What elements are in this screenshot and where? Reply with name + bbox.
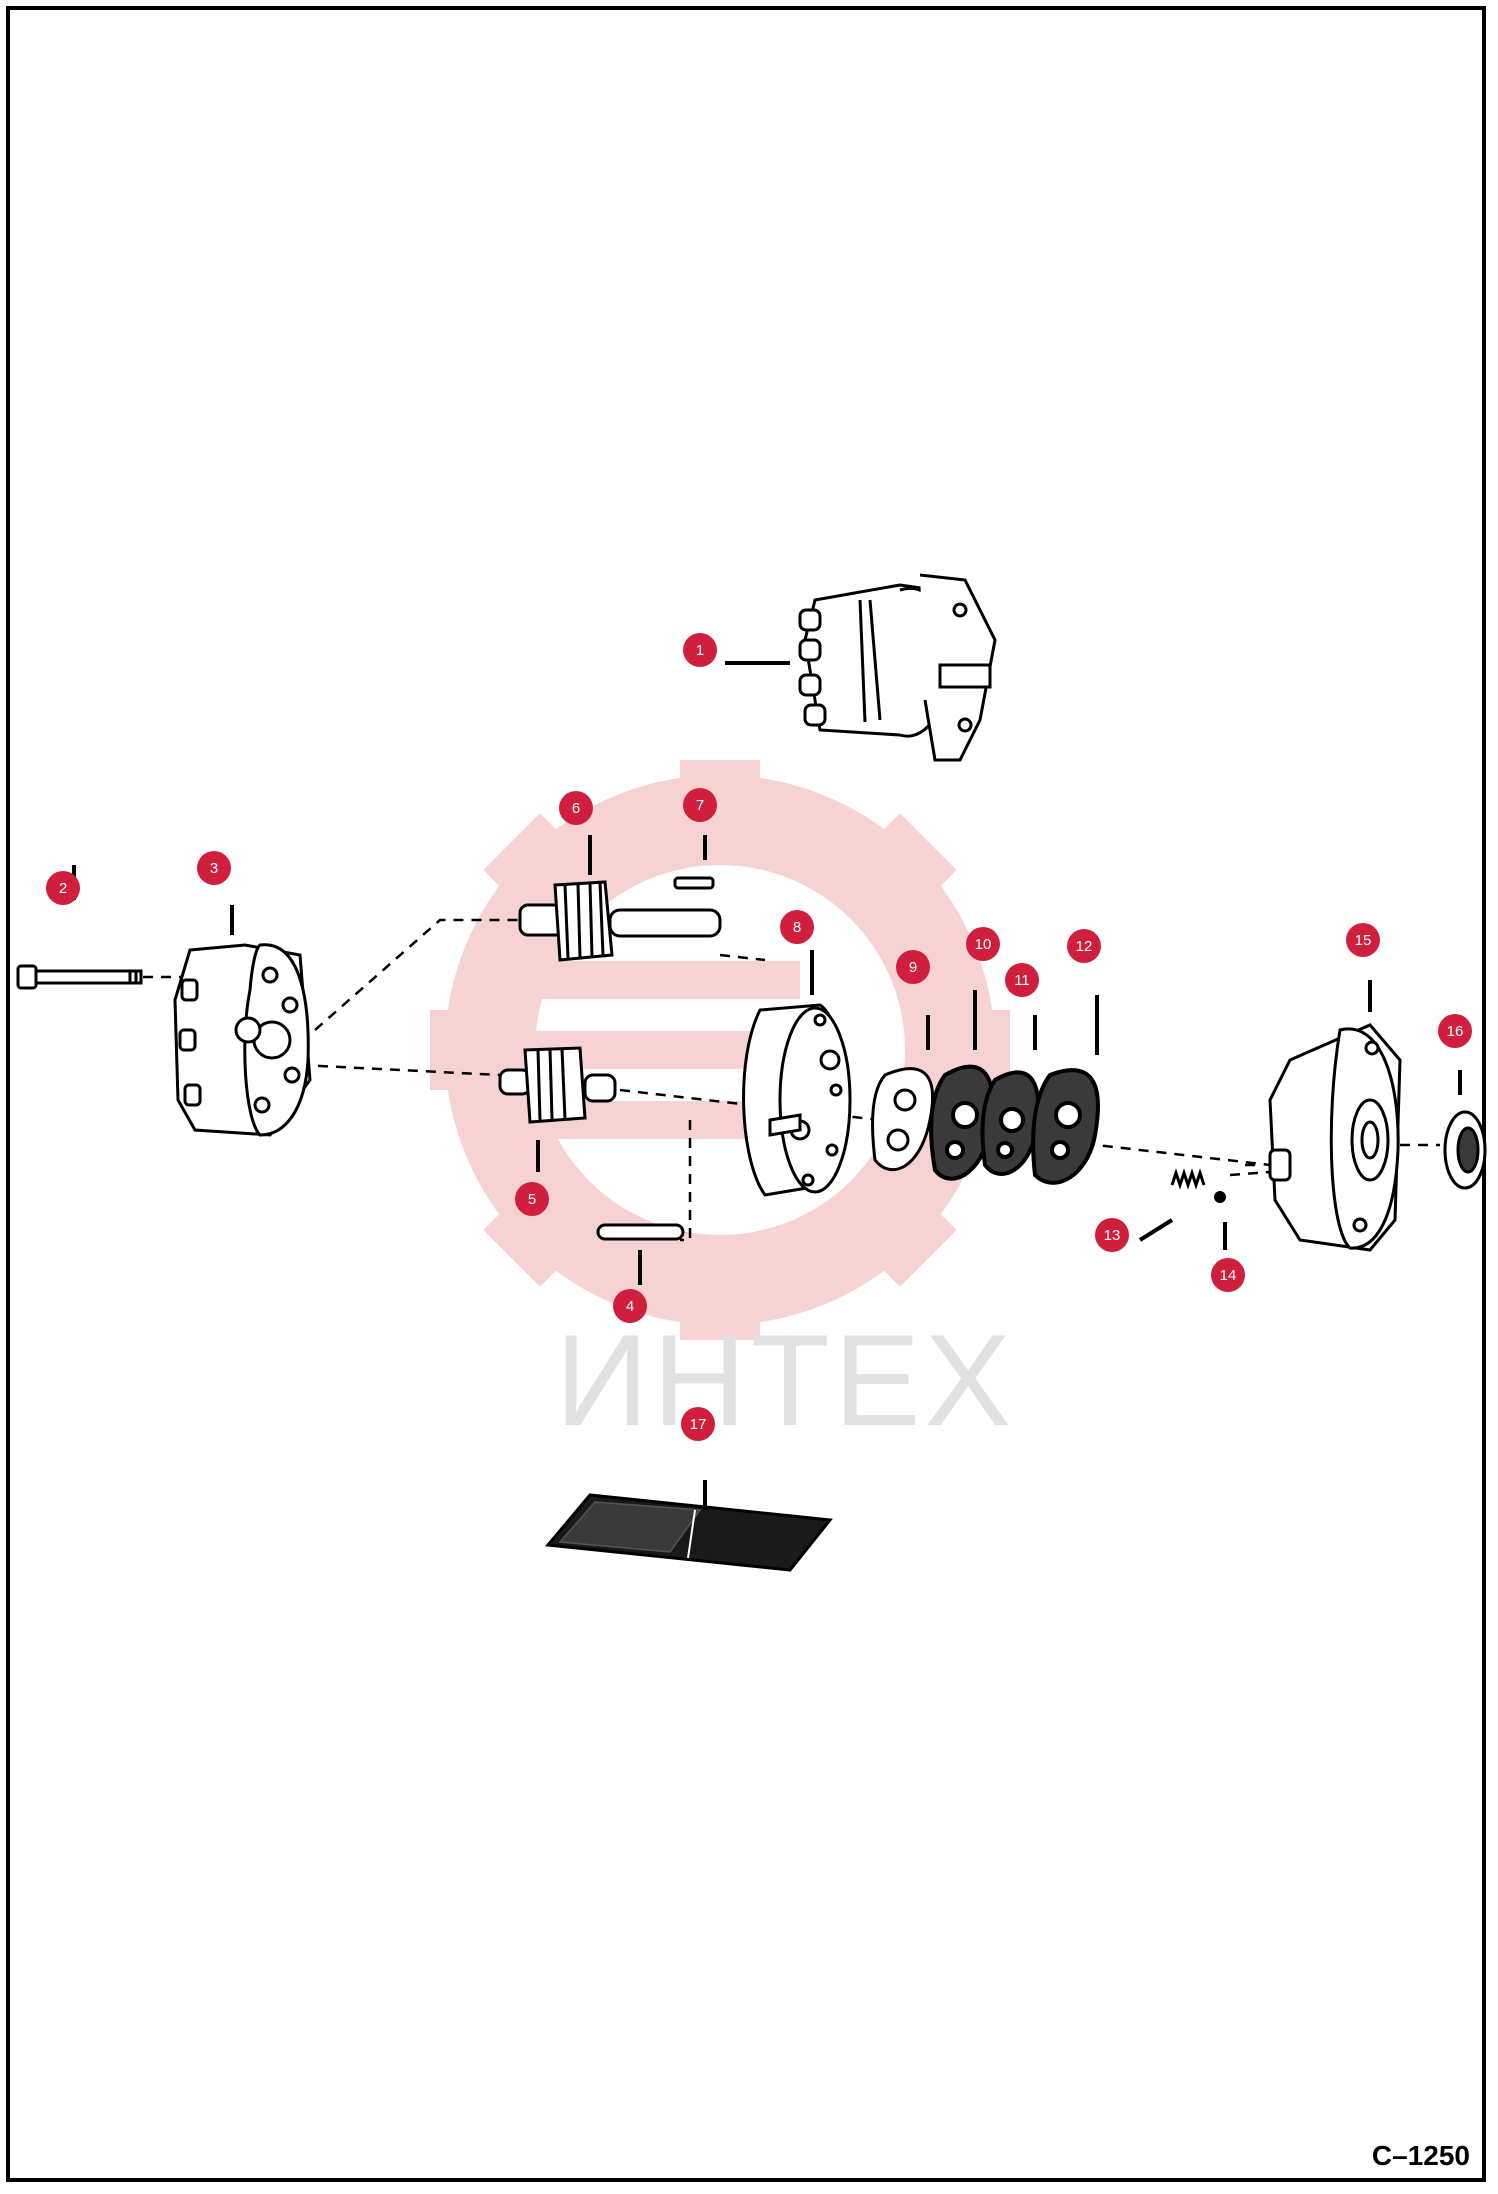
callout-3[interactable]: 3 xyxy=(197,851,231,885)
assembled-pump-part xyxy=(798,573,997,762)
callout-11[interactable]: 11 xyxy=(1005,963,1039,997)
callout-8[interactable]: 8 xyxy=(780,910,814,944)
callout-16[interactable]: 16 xyxy=(1438,1014,1472,1048)
callout-7[interactable]: 7 xyxy=(683,788,717,822)
shaft-seal-part xyxy=(1443,1110,1487,1190)
seal-plate-10-part xyxy=(929,1064,995,1181)
key-part xyxy=(673,876,715,890)
callout-2[interactable]: 2 xyxy=(46,871,80,905)
callout-12[interactable]: 12 xyxy=(1067,929,1101,963)
callout-5[interactable]: 5 xyxy=(515,1182,549,1216)
seal-kit-part xyxy=(545,1493,833,1572)
gasket-part xyxy=(870,1067,935,1171)
rear-cover-part xyxy=(1268,1023,1402,1252)
seal-plate-12-part xyxy=(1031,1068,1100,1185)
watermark-gear-icon xyxy=(430,760,1010,1340)
callout-6[interactable]: 6 xyxy=(559,791,593,825)
bolt-part xyxy=(16,964,143,990)
callout-17[interactable]: 17 xyxy=(681,1407,715,1441)
dowel-pin-part xyxy=(596,1223,685,1241)
drive-gear-shaft-part xyxy=(518,880,722,962)
callout-1[interactable]: 1 xyxy=(683,633,717,667)
callout-9[interactable]: 9 xyxy=(896,950,930,984)
callout-14[interactable]: 14 xyxy=(1211,1258,1245,1292)
callout-4[interactable]: 4 xyxy=(613,1289,647,1323)
callout-13[interactable]: 13 xyxy=(1095,1218,1129,1252)
ball-part xyxy=(1214,1191,1226,1203)
gear-housing-part xyxy=(742,1003,852,1197)
seal-plate-11-part xyxy=(980,1070,1040,1176)
driven-gear-part xyxy=(498,1046,617,1124)
watermark-text: ИНТЕХ xyxy=(555,1307,1016,1453)
callout-15[interactable]: 15 xyxy=(1346,923,1380,957)
front-cover-part xyxy=(173,943,312,1137)
figure-code: C–1250 xyxy=(1371,2140,1470,2171)
spring-part xyxy=(1170,1168,1206,1190)
leader-lines xyxy=(72,661,1462,1510)
callout-10[interactable]: 10 xyxy=(966,927,1000,961)
